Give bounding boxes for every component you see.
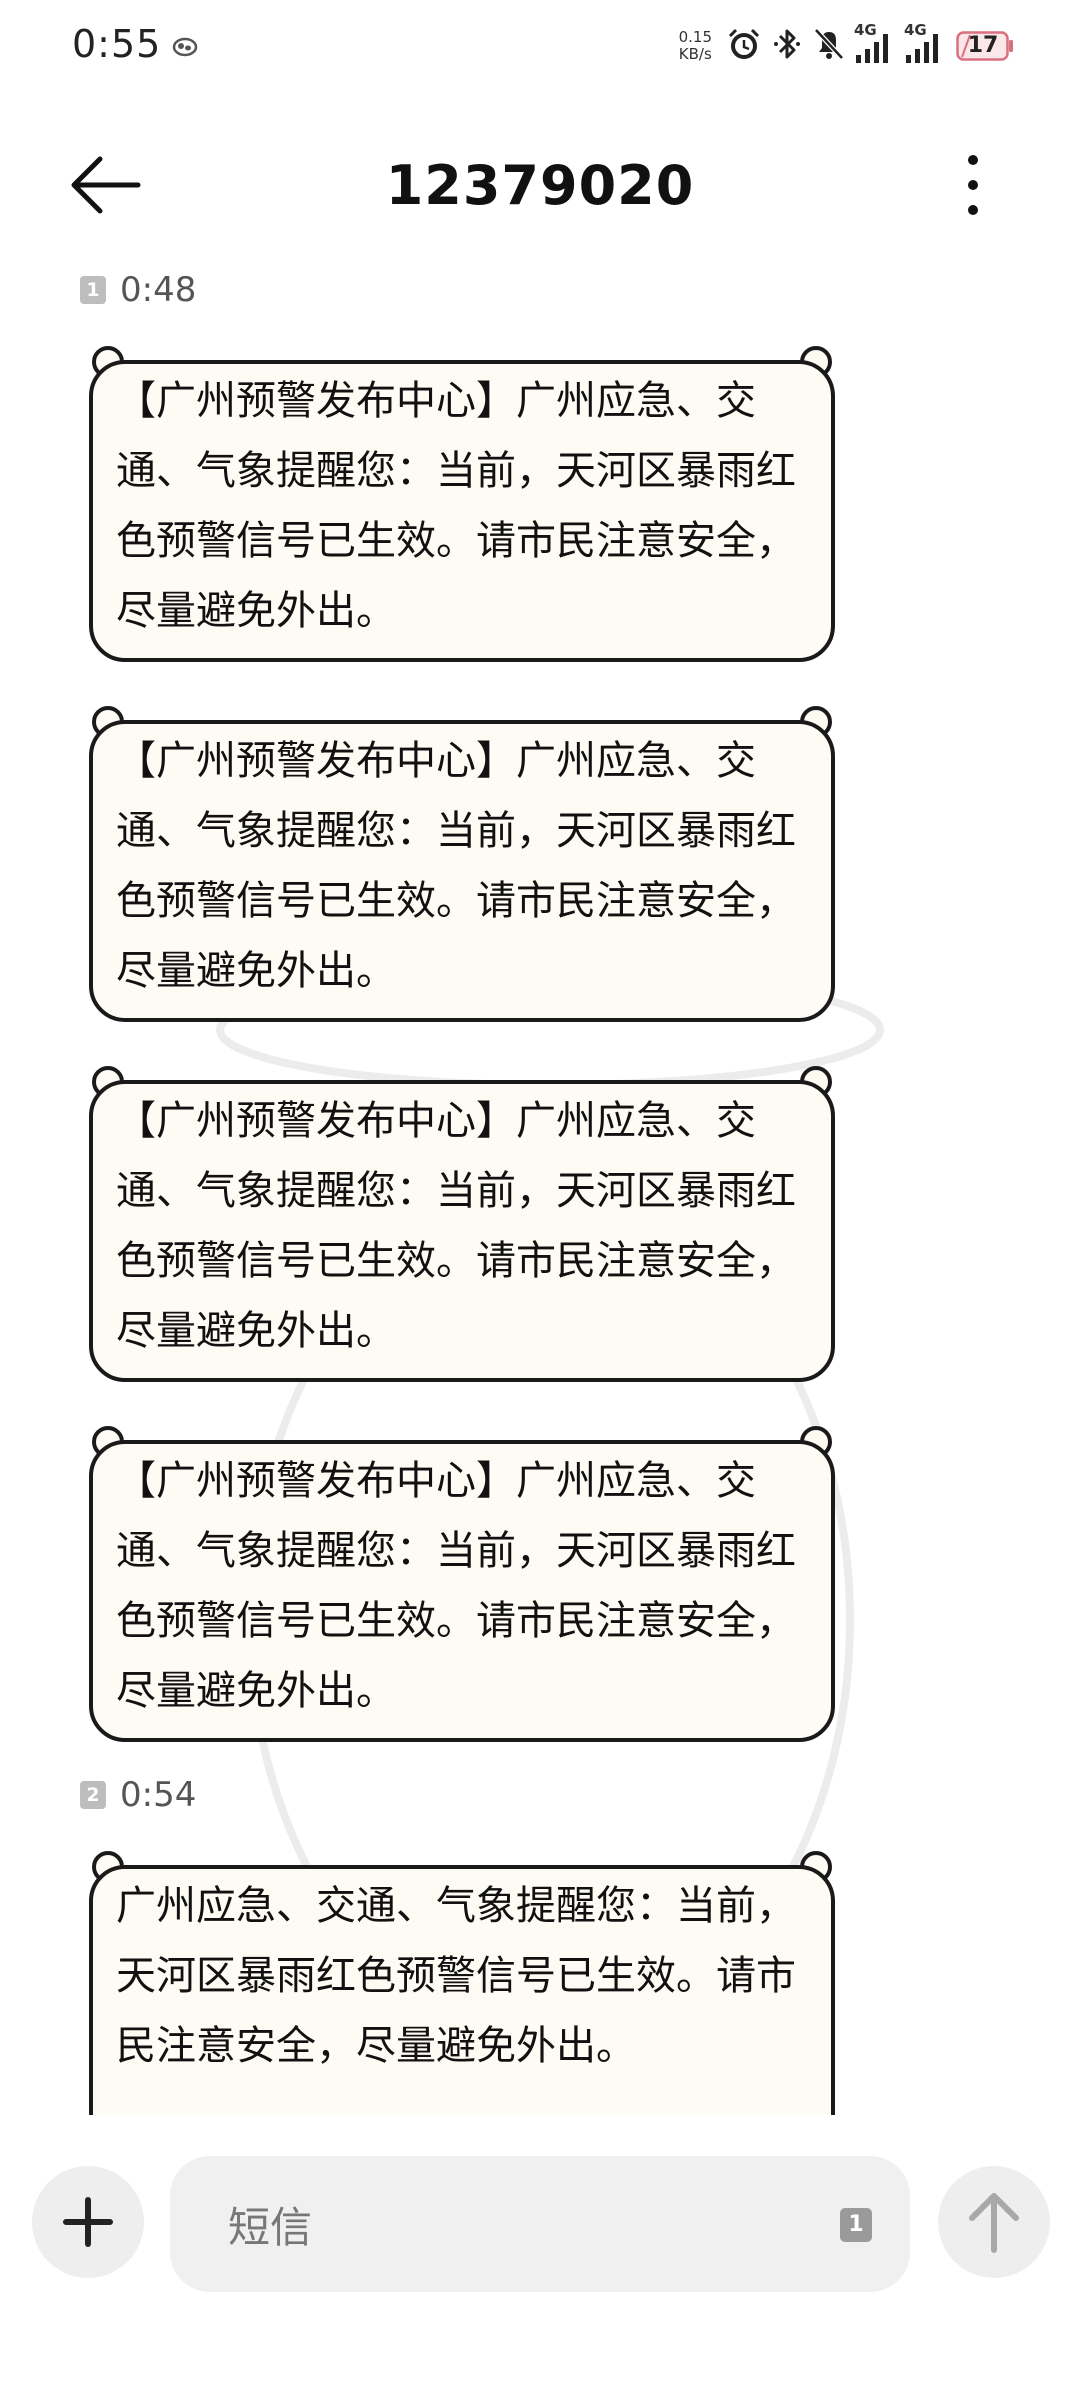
sim-badge: 2 — [80, 1781, 106, 1809]
message-thread[interactable]: 1 0:48 【广州预警发布中心】广州应急、交通、气象提醒您：当前，天河区暴雨红色预… — [0, 270, 1080, 2115]
plus-icon — [63, 2197, 113, 2247]
arrow-up-icon — [969, 2193, 1019, 2253]
battery-level: 17 — [967, 33, 999, 58]
bubble-frame — [89, 346, 835, 662]
back-button[interactable] — [66, 150, 156, 220]
net-speed: 0.15 KB/s — [679, 29, 712, 63]
sim2-signal-icon: 4G — [904, 21, 946, 63]
send-button[interactable] — [938, 2166, 1050, 2278]
message-composer: 短信 1 — [0, 2150, 1080, 2310]
bubble-frame — [89, 1066, 835, 1382]
message-timestamp: 1 0:48 — [80, 270, 196, 310]
message-bubble[interactable]: 【广州预警发布中心】广州应急、交通、气象提醒您：当前，天河区暴雨红色预警信号已生… — [88, 346, 836, 668]
sim-badge: 1 — [80, 276, 106, 304]
battery-icon: 17 — [956, 31, 1014, 61]
sim-select-button[interactable]: 1 — [840, 2208, 872, 2242]
message-text: 【广州预警发布中心】广州应急、交通、气象提醒您：当前，天河区暴雨红色预警信号已生… — [116, 378, 796, 634]
sim2-network-type: 4G — [904, 21, 927, 39]
message-input-placeholder: 短信 — [228, 2203, 313, 2252]
muted-bell-icon — [812, 26, 846, 66]
net-speed-value: 0.15 — [678, 28, 712, 46]
add-attachment-button[interactable] — [32, 2166, 144, 2278]
conversation-header: 12379020 — [0, 130, 1080, 240]
message-bubble[interactable]: 【广州预警发布中心】广州应急、交通、气象提醒您：当前，天河区暴雨红色预警信号已生… — [88, 1066, 836, 1388]
message-text: 【广州预警发布中心】广州应急、交通、气象提醒您：当前，天河区暴雨红色预警信号已生… — [116, 738, 796, 994]
bubble-frame — [89, 1851, 835, 2115]
message-text: 【广州预警发布中心】广州应急、交通、气象提醒您：当前，天河区暴雨红色预警信号已生… — [116, 1458, 796, 1714]
message-text: 【广州预警发布中心】广州应急、交通、气象提醒您：当前，天河区暴雨红色预警信号已生… — [116, 1098, 796, 1354]
message-timestamp: 2 0:54 — [80, 1775, 196, 1815]
status-bar: 0:55 0.15 KB/s — [0, 0, 1080, 100]
alarm-icon — [726, 26, 762, 66]
message-text: 广州应急、交通、气象提醒您：当前，天河区暴雨红色预警信号已生效。请市民注意安全，… — [116, 1883, 796, 2069]
more-options-button[interactable] — [948, 150, 998, 220]
message-bubble[interactable]: 【广州预警发布中心】广州应急、交通、气象提醒您：当前，天河区暴雨红色预警信号已生… — [88, 706, 836, 1028]
timestamp-text: 0:48 — [120, 270, 197, 310]
message-bubble[interactable]: 【广州预警发布中心】广州应急、交通、气象提醒您：当前，天河区暴雨红色预警信号已生… — [88, 1426, 836, 1748]
timestamp-text: 0:54 — [120, 1775, 197, 1815]
status-icons: 0.15 KB/s 4G — [679, 21, 1014, 66]
sim1-signal-icon: 4G — [854, 21, 896, 63]
status-time: 0:55 — [72, 22, 162, 66]
bubble-frame — [89, 706, 835, 1022]
message-input[interactable]: 短信 1 — [170, 2156, 910, 2292]
bubble-frame — [89, 1426, 835, 1742]
arrow-left-icon — [71, 156, 141, 214]
net-speed-unit: KB/s — [678, 45, 712, 63]
message-bubble[interactable]: 广州应急、交通、气象提醒您：当前，天河区暴雨红色预警信号已生效。请市民注意安全，… — [88, 1851, 836, 2115]
sim1-network-type: 4G — [854, 21, 877, 39]
conversation-title: 12379020 — [385, 154, 695, 217]
bluetooth-icon — [772, 26, 802, 66]
more-vertical-icon — [968, 155, 978, 215]
app-notification-icon — [172, 36, 198, 62]
